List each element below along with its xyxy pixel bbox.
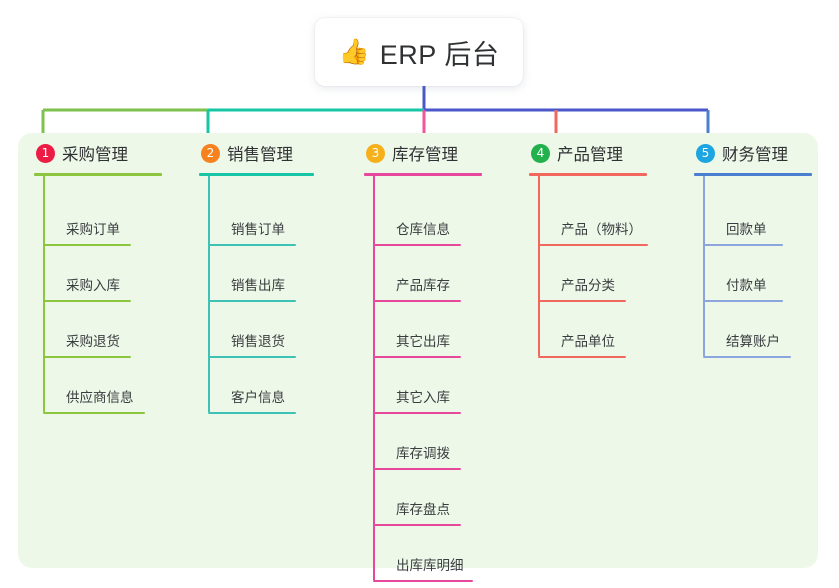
menu-item[interactable]: 产品（物料） bbox=[538, 193, 658, 249]
menu-item-label: 客户信息 bbox=[231, 390, 285, 405]
menu-item-underline bbox=[43, 356, 131, 358]
menu-item[interactable]: 采购订单 bbox=[43, 193, 141, 249]
menu-item-underline bbox=[208, 244, 296, 246]
category-column-1: 1 采购管理采购订单采购入库采购退货供应商信息 bbox=[18, 133, 183, 414]
menu-item-underline bbox=[208, 412, 296, 414]
menu-item[interactable]: 仓库信息 bbox=[373, 193, 471, 249]
category-number-badge: 3 bbox=[366, 143, 385, 163]
category-number-badge: 1 bbox=[36, 143, 55, 163]
menu-item-underline bbox=[208, 356, 296, 358]
menu-item-underline bbox=[373, 356, 461, 358]
thumbs-up-icon: 👍 bbox=[338, 37, 370, 66]
menu-item-underline bbox=[373, 580, 473, 582]
menu-item-underline bbox=[208, 300, 296, 302]
category-underline bbox=[199, 173, 314, 176]
menu-item-label: 销售退货 bbox=[231, 334, 285, 349]
menu-item-underline bbox=[43, 412, 145, 414]
menu-item-underline bbox=[373, 524, 461, 526]
menu-item-label: 付款单 bbox=[726, 278, 767, 293]
menu-item-underline bbox=[373, 244, 461, 246]
category-header-3[interactable]: 3 库存管理 bbox=[348, 133, 513, 173]
menu-item-underline bbox=[43, 244, 131, 246]
category-underline bbox=[364, 173, 482, 176]
menu-item-underline bbox=[703, 356, 791, 358]
menu-item-underline bbox=[373, 300, 461, 302]
menu-item[interactable]: 销售订单 bbox=[208, 193, 306, 249]
menu-item-label: 其它入库 bbox=[396, 390, 450, 405]
category-title: 采购管理 bbox=[62, 146, 128, 164]
menu-item[interactable]: 付款单 bbox=[703, 249, 793, 305]
menu-item[interactable]: 销售出库 bbox=[208, 249, 306, 305]
menu-item-label: 采购入库 bbox=[66, 278, 120, 293]
category-underline bbox=[529, 173, 647, 176]
category-underline bbox=[694, 173, 812, 176]
category-title: 产品管理 bbox=[557, 146, 623, 164]
menu-item[interactable]: 供应商信息 bbox=[43, 361, 155, 417]
root-node[interactable]: 👍 ERP 后台 bbox=[315, 18, 523, 86]
menu-item-label: 库存调拨 bbox=[396, 446, 450, 461]
menu-item-label: 销售订单 bbox=[231, 222, 285, 237]
menu-item[interactable]: 其它出库 bbox=[373, 305, 471, 361]
category-header-1[interactable]: 1 采购管理 bbox=[18, 133, 183, 173]
menu-item-label: 产品库存 bbox=[396, 278, 450, 293]
category-number-badge: 4 bbox=[531, 143, 550, 163]
menu-item-label: 产品单位 bbox=[561, 334, 615, 349]
menu-item-label: 回款单 bbox=[726, 222, 767, 237]
menu-item-label: 其它出库 bbox=[396, 334, 450, 349]
category-title: 销售管理 bbox=[227, 146, 293, 164]
menu-item-underline bbox=[373, 468, 461, 470]
category-column-3: 3 库存管理仓库信息产品库存其它出库其它入库库存调拨库存盘点出库库明细 bbox=[348, 133, 513, 582]
menu-item-label: 供应商信息 bbox=[66, 390, 134, 405]
menu-item-label: 仓库信息 bbox=[396, 222, 450, 237]
menu-item[interactable]: 库存盘点 bbox=[373, 473, 471, 529]
menu-item-label: 结算账户 bbox=[726, 334, 780, 349]
menu-item-underline bbox=[373, 412, 461, 414]
menu-item[interactable]: 库存调拨 bbox=[373, 417, 471, 473]
menu-item-underline bbox=[703, 244, 783, 246]
menu-item-label: 销售出库 bbox=[231, 278, 285, 293]
category-number-badge: 2 bbox=[201, 143, 220, 163]
menu-item-underline bbox=[703, 300, 783, 302]
category-number-badge: 5 bbox=[696, 143, 715, 163]
menu-item-underline bbox=[538, 300, 626, 302]
category-title: 库存管理 bbox=[392, 146, 458, 164]
menu-item-label: 采购退货 bbox=[66, 334, 120, 349]
menu-item-label: 出库库明细 bbox=[396, 558, 464, 573]
menu-item[interactable]: 出库库明细 bbox=[373, 529, 483, 585]
category-spine bbox=[703, 176, 705, 356]
menu-item-underline bbox=[43, 300, 131, 302]
category-column-2: 2 销售管理销售订单销售出库销售退货客户信息 bbox=[183, 133, 348, 414]
menu-item[interactable]: 产品库存 bbox=[373, 249, 471, 305]
category-column-4: 4 产品管理产品（物料） 产品分类产品单位 bbox=[513, 133, 678, 358]
category-header-5[interactable]: 5 财务管理 bbox=[678, 133, 839, 173]
diagram-panel: 1 采购管理采购订单采购入库采购退货供应商信息 2 销售管理销售订单销售出库销售退货客… bbox=[18, 133, 818, 582]
menu-item-label: 库存盘点 bbox=[396, 502, 450, 517]
menu-item-label: 产品（物料） bbox=[561, 222, 642, 237]
menu-item[interactable]: 产品单位 bbox=[538, 305, 636, 361]
category-spine bbox=[208, 176, 210, 412]
menu-item[interactable]: 回款单 bbox=[703, 193, 793, 249]
menu-item[interactable]: 客户信息 bbox=[208, 361, 306, 417]
menu-item-label: 采购订单 bbox=[66, 222, 120, 237]
category-spine bbox=[43, 176, 45, 412]
category-underline bbox=[34, 173, 162, 176]
menu-item[interactable]: 采购退货 bbox=[43, 305, 141, 361]
menu-item[interactable]: 销售退货 bbox=[208, 305, 306, 361]
menu-item-label: 产品分类 bbox=[561, 278, 615, 293]
category-title: 财务管理 bbox=[722, 146, 788, 164]
menu-item[interactable]: 产品分类 bbox=[538, 249, 636, 305]
category-header-2[interactable]: 2 销售管理 bbox=[183, 133, 348, 173]
category-header-4[interactable]: 4 产品管理 bbox=[513, 133, 678, 173]
menu-item[interactable]: 其它入库 bbox=[373, 361, 471, 417]
menu-item[interactable]: 采购入库 bbox=[43, 249, 141, 305]
category-spine bbox=[373, 176, 375, 580]
menu-item-underline bbox=[538, 356, 626, 358]
category-spine bbox=[538, 176, 540, 356]
category-column-5: 5 财务管理回款单付款单结算账户 bbox=[678, 133, 839, 358]
root-title: ERP 后台 bbox=[379, 39, 500, 70]
menu-item[interactable]: 结算账户 bbox=[703, 305, 801, 361]
menu-item-underline bbox=[538, 244, 648, 246]
